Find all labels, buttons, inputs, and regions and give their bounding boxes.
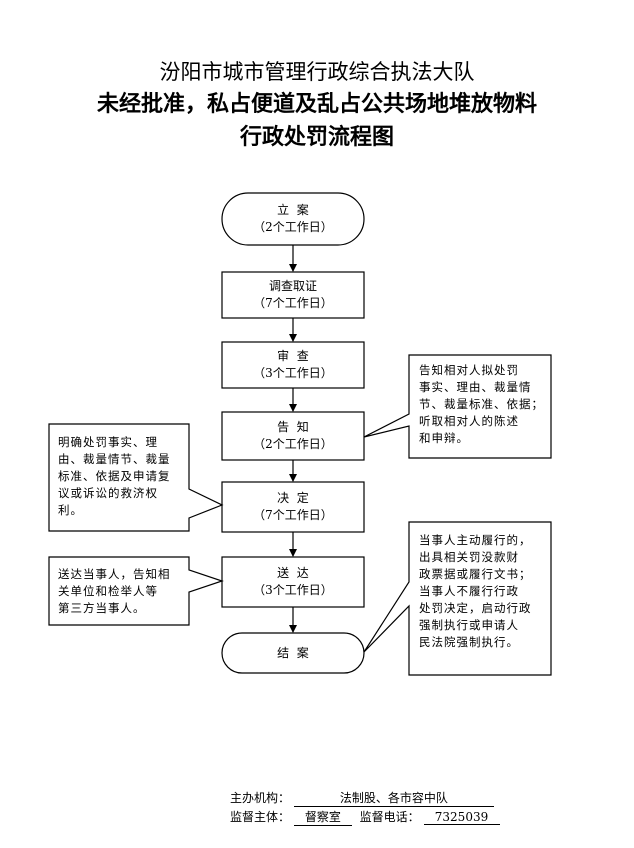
- step-review: 审 查 （3个工作日）: [222, 342, 364, 388]
- org-label: 主办机构：: [230, 791, 291, 805]
- note-closing-line: 出具相关罚没款财: [419, 550, 519, 564]
- step-4-duration: （2个工作日）: [253, 437, 333, 451]
- callout-delivery-shape: [48, 556, 224, 626]
- note-decision: 明确处罚事实、理 由、裁量情节、裁量 标准、依据及申请复 议或诉讼的救济权 利。: [58, 434, 188, 519]
- note-delivery: 送达当事人，告知相 关单位和检举人等 第三方当事人。: [58, 566, 188, 617]
- step-1-duration: （2个工作日）: [253, 220, 333, 234]
- note-decision-line: 明确处罚事实、理: [58, 435, 158, 449]
- step-delivery: 送 达 （3个工作日）: [222, 557, 364, 607]
- note-closing-line: 强制执行或申请人: [419, 618, 519, 632]
- note-closing-line: 民法院强制执行。: [419, 635, 519, 649]
- phone-label: 监督电话：: [359, 810, 420, 824]
- supervisor-label: 监督主体：: [230, 810, 291, 824]
- phone-value: 7325039: [423, 810, 500, 825]
- note-delivery-line: 关单位和检举人等: [58, 584, 158, 598]
- note-notify-line: 事实、理由、裁量情: [419, 380, 532, 394]
- step-1-label: 立 案: [277, 203, 309, 217]
- callout-decision-shape: [48, 423, 224, 532]
- note-delivery-line: 送达当事人，告知相: [58, 567, 171, 581]
- step-6-label: 送 达: [277, 566, 309, 580]
- callout-notify-shape: [363, 354, 552, 459]
- step-2-shape: [221, 271, 365, 319]
- note-decision-line: 议或诉讼的救济权: [58, 486, 158, 500]
- supervisor-value: 督察室: [293, 808, 352, 826]
- note-notify-line: 和申辩。: [419, 431, 469, 445]
- note-notify-line: 听取相对人的陈述: [419, 414, 519, 428]
- step-4-shape: [221, 411, 365, 461]
- step-case-filing: 立 案 （2个工作日）: [222, 193, 364, 245]
- step-4-label: 告 知: [277, 420, 309, 434]
- note-decision-line: 利。: [58, 503, 83, 517]
- title-line-2: 未经批准，私占便道及乱占公共场地堆放物料: [96, 91, 537, 117]
- note-delivery-line: 第三方当事人。: [58, 601, 146, 615]
- step-case-closing: 结 案: [222, 633, 364, 673]
- org-value: 法制股、各市容中队: [293, 789, 494, 807]
- note-closing-line: 当事人不履行行政: [419, 584, 519, 598]
- step-decision: 决 定 （7个工作日）: [222, 482, 364, 532]
- note-closing-line: 政票据或履行文书；: [419, 567, 532, 581]
- step-7-label: 结 案: [277, 645, 309, 660]
- note-notify: 告知相对人拟处罚 事实、理由、裁量情 节、裁量标准、依据； 听取相对人的陈述 和…: [419, 362, 549, 447]
- step-notification: 告 知 （2个工作日）: [222, 412, 364, 460]
- step-3-duration: （3个工作日）: [253, 366, 333, 380]
- note-decision-line: 标准、依据及申请复: [58, 469, 171, 483]
- step-3-label: 审 查: [277, 349, 309, 363]
- step-5-duration: （7个工作日）: [253, 508, 333, 522]
- footer-supervisor: 监督主体： 督察室 监督电话： 7325039: [230, 808, 500, 826]
- step-2-duration: （7个工作日）: [253, 296, 333, 310]
- note-closing-line: 当事人主动履行的，: [419, 533, 532, 547]
- step-5-label: 决 定: [277, 491, 309, 505]
- step-3-shape: [221, 341, 365, 389]
- note-closing: 当事人主动履行的， 出具相关罚没款财 政票据或履行文书； 当事人不履行行政 处罚…: [419, 532, 549, 651]
- callout-closing-shape: [363, 521, 552, 676]
- note-decision-line: 由、裁量情节、裁量: [58, 452, 171, 466]
- note-notify-line: 节、裁量标准、依据；: [419, 397, 544, 411]
- step-2-label: 调查取证: [268, 279, 317, 293]
- step-7-shape: [221, 632, 365, 674]
- note-closing-line: 处罚决定，启动行政: [419, 601, 532, 615]
- title-line-1: 汾阳市城市管理行政综合执法大队: [159, 60, 475, 84]
- step-5-shape: [221, 481, 365, 533]
- footer-org: 主办机构： 法制股、各市容中队: [230, 789, 494, 807]
- title-line-3: 行政处罚流程图: [239, 124, 394, 150]
- step-6-duration: （3个工作日）: [253, 583, 333, 597]
- note-notify-line: 告知相对人拟处罚: [419, 363, 519, 377]
- step-investigation: 调查取证 （7个工作日）: [222, 272, 364, 318]
